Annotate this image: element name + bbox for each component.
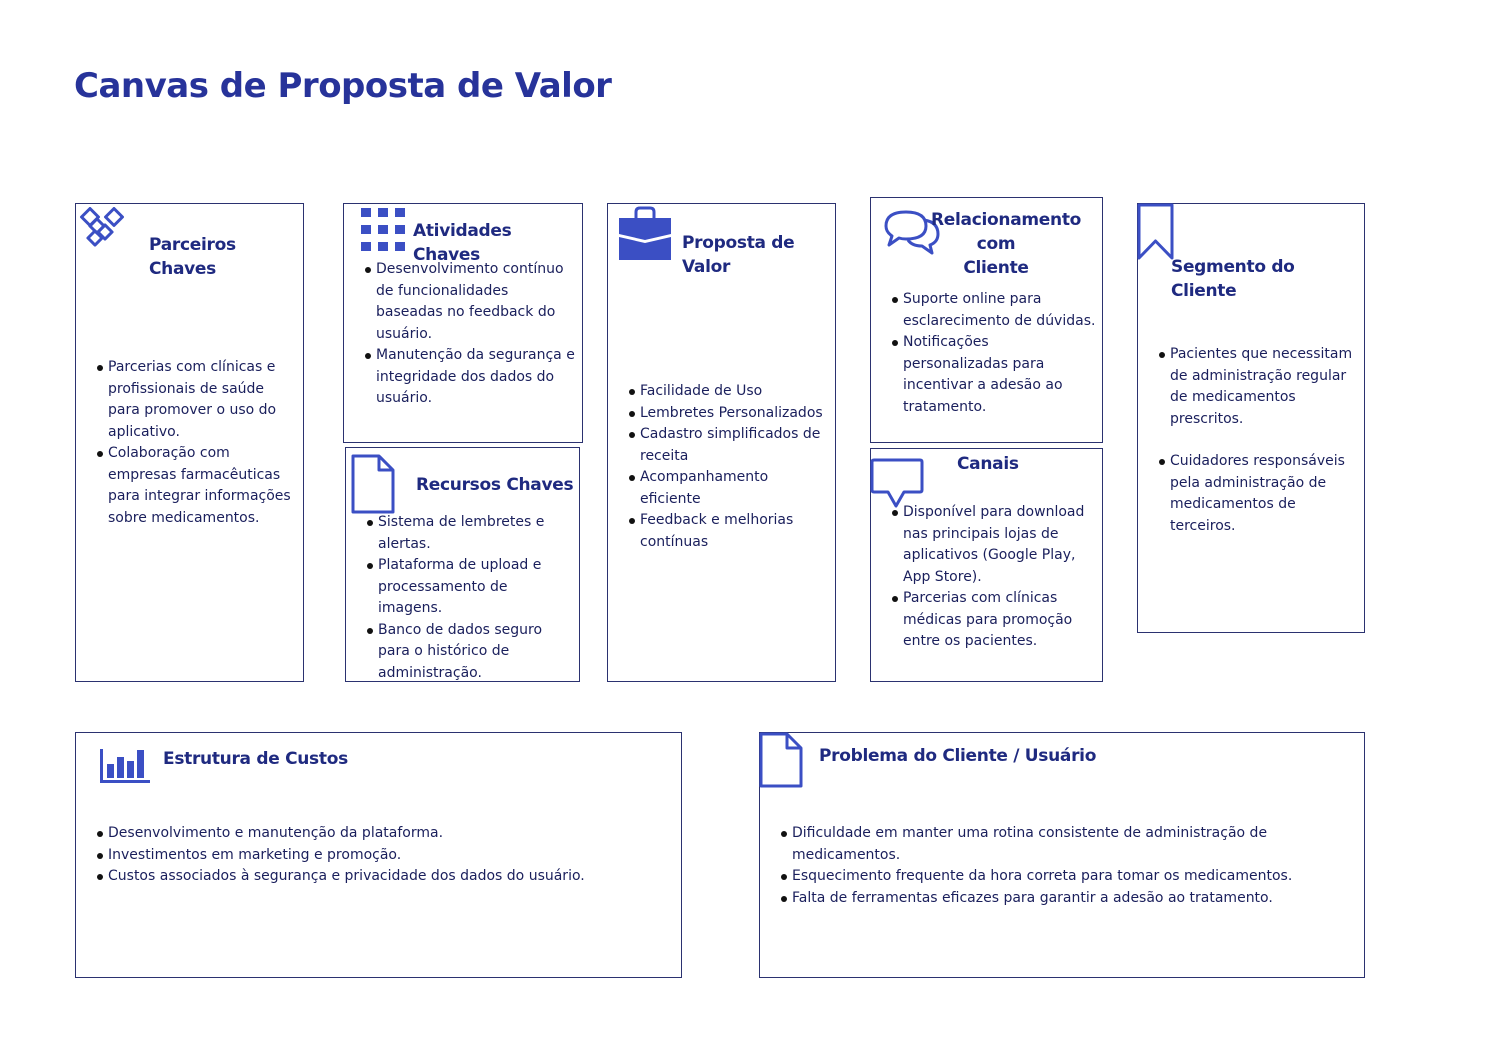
list-item: Cuidadores responsáveis pela administraç… [1158, 451, 1363, 537]
list-item: Acompanhamento eficiente [628, 467, 833, 510]
list-item: Facilidade de Uso [628, 381, 833, 403]
list-item: Parcerias com clínicas e profissionais d… [96, 357, 296, 443]
box-title: Parceiros Chaves [149, 235, 236, 279]
item-list: Disponível para download nas principais … [891, 502, 1101, 653]
item-list: Sistema de lembretes e alertas. Platafor… [366, 512, 576, 684]
box-title: Problema do Cliente / Usuário [819, 746, 1097, 766]
item-list: Parcerias com clínicas e profissionais d… [96, 357, 296, 529]
item-list: Desenvolvimento contínuo de funcionalida… [364, 259, 576, 410]
list-item: Suporte online para esclarecimento de dú… [891, 289, 1096, 332]
document-icon [759, 732, 803, 788]
box-title: Recursos Chaves [416, 475, 574, 495]
box-estrutura-de-custos: Estrutura de Custos Desenvolvimento e ma… [75, 732, 682, 978]
box-proposta-de-valor: Proposta de Valor Facilidade de Uso Lemb… [607, 203, 836, 682]
speech-bubble-icon [870, 458, 924, 508]
list-item: Notificações personalizadas para incenti… [891, 332, 1096, 418]
list-item: Plataforma de upload e processamento de … [366, 555, 576, 620]
item-list: Pacientes que necessitam de administraçã… [1158, 344, 1363, 537]
box-parceiros-chaves: Parceiros Chaves Parcerias com clínicas … [75, 203, 304, 682]
list-item: Disponível para download nas principais … [891, 502, 1101, 588]
list-item: Investimentos em marketing e promoção. [96, 845, 676, 867]
list-item: Pacientes que necessitam de administraçã… [1158, 344, 1363, 430]
grid-icon [361, 208, 405, 251]
box-title-line: Relacionamento [931, 210, 1082, 230]
list-item: Esquecimento frequente da hora correta p… [780, 866, 1360, 888]
item-list: Suporte online para esclarecimento de dú… [891, 289, 1096, 418]
box-canais: Canais Disponível para download nas prin… [870, 448, 1103, 682]
box-title: Canais [957, 454, 1019, 474]
bar-chart-icon [100, 749, 150, 783]
box-problema-do-cliente: Problema do Cliente / Usuário Dificuldad… [759, 732, 1365, 978]
list-item: Desenvolvimento e manutenção da platafor… [96, 823, 676, 845]
list-item: Falta de ferramentas eficazes para garan… [780, 888, 1360, 910]
list-item: Lembretes Personalizados [628, 403, 833, 425]
box-title: Relacionamento com Cliente [931, 208, 1082, 280]
box-recursos-chaves: Recursos Chaves Sistema de lembretes e a… [345, 447, 580, 682]
box-relacionamento-com-cliente: Relacionamento com Cliente Suporte onlin… [870, 197, 1103, 443]
list-item: Colaboração com empresas farmacêuticas p… [96, 443, 296, 529]
handshake-icon [80, 207, 124, 247]
box-segmento-do-cliente: Segmento do Cliente Pacientes que necess… [1137, 203, 1365, 633]
item-list: Facilidade de Uso Lembretes Personalizad… [628, 381, 833, 553]
item-list: Desenvolvimento e manutenção da platafor… [96, 823, 676, 888]
briefcase-icon [619, 206, 671, 260]
item-list: Dificuldade em manter uma rotina consist… [780, 823, 1360, 909]
list-item: Cadastro simplificados de receita [628, 424, 833, 467]
list-item: Parcerias com clínicas médicas para prom… [891, 588, 1101, 653]
box-atividades-chaves: Atividades Chaves Desenvolvimento contín… [343, 203, 583, 443]
list-item: Desenvolvimento contínuo de funcionalida… [364, 259, 576, 345]
list-item: Custos associados à segurança e privacid… [96, 866, 676, 888]
list-item: Dificuldade em manter uma rotina consist… [780, 823, 1360, 866]
list-item: Manutenção da segurança e integridade do… [364, 345, 576, 410]
list-item: Banco de dados seguro para o histórico d… [366, 620, 576, 685]
bookmark-icon [1137, 203, 1174, 260]
box-title: Segmento do Cliente [1171, 257, 1295, 301]
page-title: Canvas de Proposta de Valor [74, 66, 612, 106]
list-item: Sistema de lembretes e alertas. [366, 512, 576, 555]
box-title: Proposta de Valor [682, 233, 795, 277]
list-item: Feedback e melhorias contínuas [628, 510, 833, 553]
box-title: Estrutura de Custos [163, 749, 348, 769]
box-title-line: com [976, 234, 1016, 254]
box-title: Atividades Chaves [413, 221, 512, 265]
box-title-line: Cliente [963, 258, 1029, 278]
chat-bubbles-icon [884, 210, 940, 255]
document-icon [351, 454, 395, 514]
